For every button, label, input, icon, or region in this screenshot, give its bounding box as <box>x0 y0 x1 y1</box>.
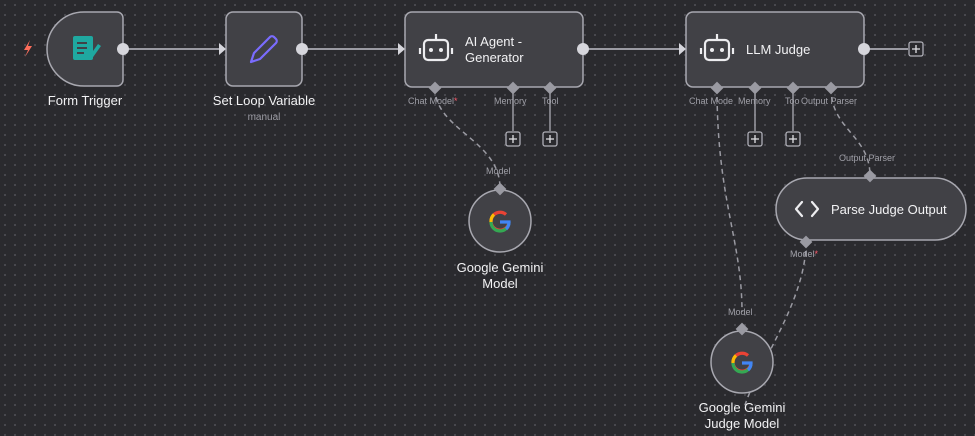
node-title-agent-line2: Generator <box>465 50 524 65</box>
output-port-set-loop[interactable] <box>296 43 308 55</box>
port-label-judge-model-model: Model <box>728 307 753 317</box>
add-memory-button[interactable] <box>505 131 521 147</box>
trigger-bolt-icon <box>24 40 32 57</box>
node-label-form-trigger: Form Trigger <box>47 93 123 108</box>
node-label-set-loop: Set Loop Variable <box>212 93 316 108</box>
node-set-loop[interactable] <box>225 11 303 87</box>
port-label-agent-chat-model: Chat Model* <box>408 96 458 106</box>
connection-parser-judge <box>830 87 871 177</box>
form-icon <box>73 36 101 60</box>
port-label-parser-model: Model* <box>790 249 819 259</box>
output-port-judge[interactable] <box>858 43 870 55</box>
connection-judgemodel-judge <box>716 87 743 313</box>
add-memory-button[interactable] <box>747 131 763 147</box>
port-label-judge-tool: Too <box>785 96 800 106</box>
code-brackets-icon <box>794 200 820 218</box>
connection-gemini-agent <box>434 87 501 189</box>
add-tool-button[interactable] <box>542 131 558 147</box>
port-label-agent-memory: Memory <box>494 96 527 106</box>
node-title-llm-judge: LLM Judge <box>746 42 811 57</box>
node-form-trigger[interactable] <box>46 11 124 87</box>
port-label-judge-output-parser: Output Parser <box>801 96 858 106</box>
port-agent-chat-model[interactable] <box>428 81 442 95</box>
add-node-button[interactable] <box>908 41 924 57</box>
robot-icon <box>699 34 735 62</box>
node-label-gemini-line1: Google Gemini <box>456 260 544 275</box>
node-title-parse-judge: Parse Judge Output <box>831 202 947 217</box>
input-port-judge[interactable] <box>679 43 686 55</box>
port-gemini-model[interactable] <box>493 182 507 196</box>
port-label-agent-tool: Tool <box>542 96 559 106</box>
pencil-icon <box>249 35 278 64</box>
node-subtitle-set-loop: manual <box>247 112 281 123</box>
google-icon <box>489 210 511 233</box>
input-port-agent[interactable] <box>398 43 405 55</box>
output-port-form-trigger[interactable] <box>117 43 129 55</box>
output-port-agent[interactable] <box>577 43 589 55</box>
port-label-judge-chat-model: Chat Mode <box>689 96 734 106</box>
node-title-agent-line1: AI Agent - <box>465 34 523 49</box>
robot-icon <box>418 34 454 62</box>
input-port-set-loop[interactable] <box>219 43 226 55</box>
node-label-gemini-judge-line1: Google Gemini <box>698 400 786 415</box>
node-label-gemini-judge-line2: Judge Model <box>704 416 780 431</box>
google-icon <box>731 351 753 374</box>
add-tool-button[interactable] <box>785 131 801 147</box>
port-label-parser-output-parser: Output Parser <box>839 153 896 163</box>
port-label-judge-memory: Memory <box>738 96 771 106</box>
port-label-gemini-model: Model <box>486 166 511 176</box>
node-label-gemini-line2: Model <box>482 276 518 291</box>
